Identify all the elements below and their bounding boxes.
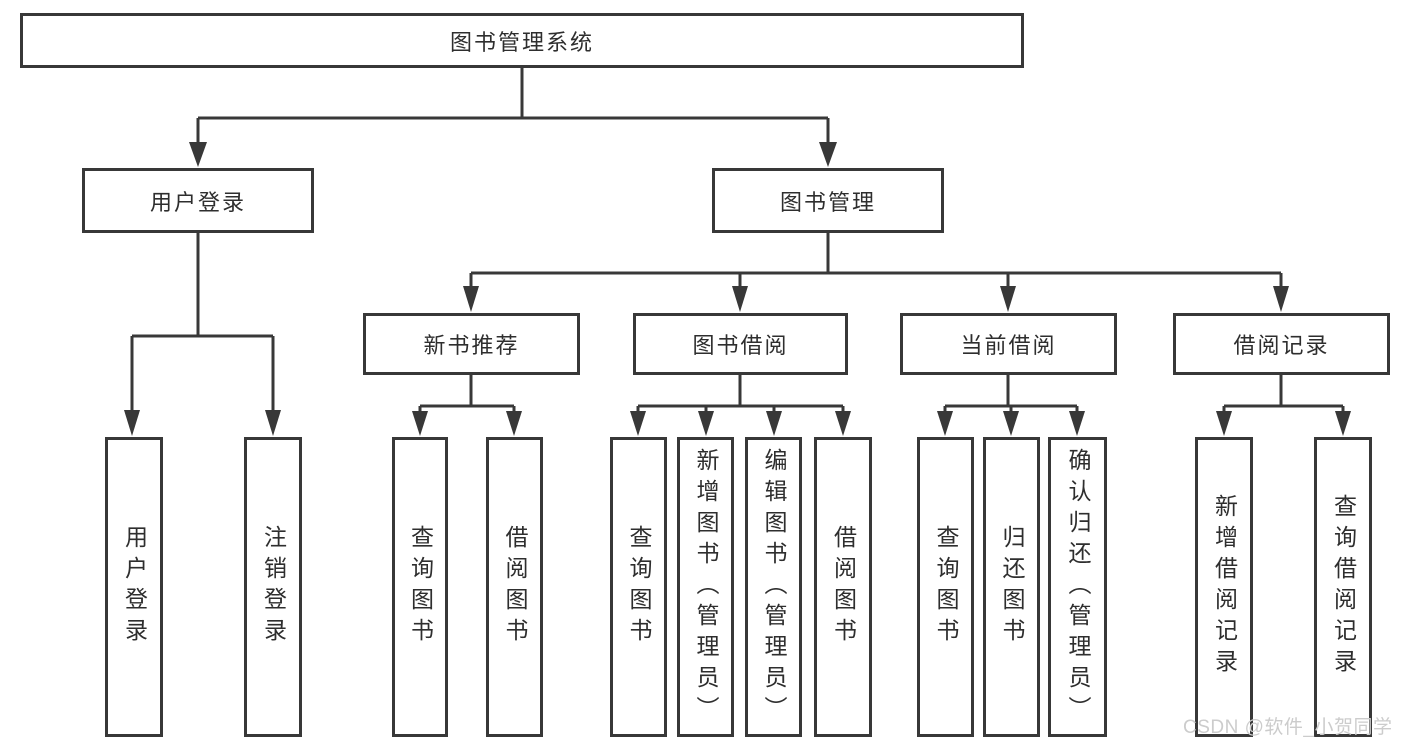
node-current-borrow-label: 当前借阅 [960,333,1057,358]
node-book-management: 图书管理 [712,168,944,233]
node-user-login-label: 用户登录 [149,189,246,215]
csdn-watermark: CSDN @软件_小贺同学 [1183,717,1393,738]
node-root: 图书管理系统 [20,13,1024,68]
connector-book-borrow-to-leaves [630,375,851,436]
leaf-br-add-borrow-record: 新增借阅记录 [1195,437,1253,737]
node-new-book-recommend: 新书推荐 [363,313,580,375]
leaf-logout-login: 注销登录 [244,437,302,737]
connector-user-login-to-leaves [124,233,281,436]
leaf-nbr-borrow-books-label: 借阅图书 [502,525,528,649]
leaf-bb-borrow-books-label: 借阅图书 [830,525,857,649]
connector-book-management-to-level3 [463,233,1289,312]
leaf-nbr-query-books-label: 查询图书 [407,525,434,649]
leaf-logout-login-label: 注销登录 [260,525,287,649]
node-book-borrow: 图书借阅 [633,313,848,375]
node-current-borrow: 当前借阅 [900,313,1117,375]
leaf-bb-edit-books-admin: 编辑图书（管理员） [745,437,802,737]
node-book-management-label: 图书管理 [779,189,876,215]
leaf-user-login-label: 用户登录 [121,525,148,649]
leaf-bb-query-books-label: 查询图书 [626,525,652,649]
connector-current-borrow-to-leaves [937,375,1085,436]
leaf-cb-query-books: 查询图书 [917,437,974,737]
leaf-bb-borrow-books: 借阅图书 [814,437,872,737]
leaf-cb-return-books: 归还图书 [983,437,1040,737]
node-book-borrow-label: 图书借阅 [692,333,789,358]
leaf-bb-add-books-admin-label: 新增图书（管理员） [693,447,719,727]
leaf-user-login: 用户登录 [105,437,163,737]
node-user-login: 用户登录 [82,168,314,233]
leaf-cb-return-books-label: 归还图书 [999,525,1025,649]
leaf-br-query-borrow-record: 查询借阅记录 [1314,437,1372,737]
leaf-cb-query-books-label: 查询图书 [933,525,959,649]
connector-root-to-level2 [189,68,837,167]
node-root-label: 图书管理系统 [449,29,594,55]
leaf-br-query-borrow-record-label: 查询借阅记录 [1330,494,1357,680]
node-new-book-recommend-label: 新书推荐 [423,333,520,358]
leaf-cb-confirm-return-admin: 确认归还（管理员） [1048,437,1107,737]
leaf-nbr-borrow-books: 借阅图书 [486,437,543,737]
leaf-cb-confirm-return-admin-label: 确认归还（管理员） [1065,447,1091,727]
node-borrow-records-label: 借阅记录 [1233,333,1330,358]
connector-new-book-recommend-to-leaves [412,375,522,436]
node-borrow-records: 借阅记录 [1173,313,1390,375]
leaf-bb-query-books: 查询图书 [610,437,667,737]
leaf-nbr-query-books: 查询图书 [392,437,448,737]
connector-borrow-records-to-leaves [1216,375,1351,436]
leaf-br-add-borrow-record-label: 新增借阅记录 [1211,494,1238,680]
leaf-bb-edit-books-admin-label: 编辑图书（管理员） [761,447,787,727]
leaf-bb-add-books-admin: 新增图书（管理员） [677,437,734,737]
